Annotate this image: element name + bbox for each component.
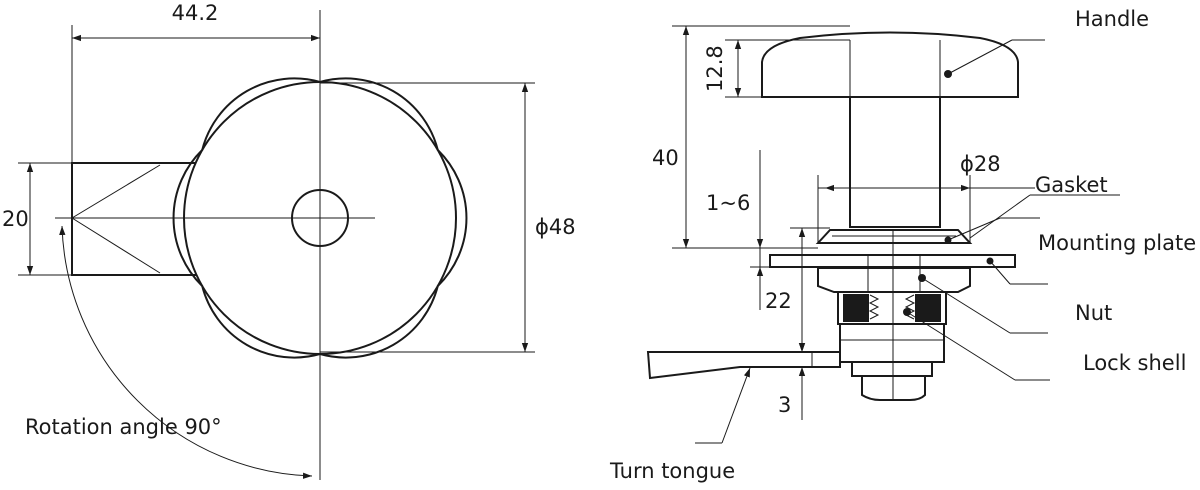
dim-body-diameter: ϕ28	[817, 152, 1035, 243]
callout-handle: Handle	[944, 7, 1149, 78]
callout-turn-tongue-label: Turn tongue	[609, 459, 735, 483]
shaft	[849, 96, 941, 228]
dim-body-length-label: 22	[765, 289, 792, 313]
dim-body-diameter-label: ϕ28	[960, 152, 1001, 176]
dim-width-label: 44.2	[172, 1, 219, 25]
callout-lock-shell-label: Lock shell	[1083, 351, 1186, 375]
dim-tongue-thickness: 3	[778, 340, 806, 420]
dim-grip-range-label: 1~6	[706, 191, 750, 215]
dim-tongue-thickness-label: 3	[778, 393, 791, 417]
left-centerlines	[55, 10, 375, 480]
dim-total-height: 40	[652, 25, 850, 249]
callout-nut-label: Nut	[1075, 301, 1112, 325]
handle-side-view	[761, 31, 1019, 98]
lock-shell-part	[837, 291, 947, 363]
dim-diameter-label: ϕ48	[535, 215, 576, 239]
nut-part	[817, 267, 971, 293]
dim-handle-height-label: 12.8	[703, 45, 727, 92]
dim-grip-range: 1~6	[706, 150, 770, 310]
rotation-label: Rotation angle 90°	[25, 415, 222, 439]
callout-handle-label: Handle	[1075, 7, 1149, 31]
callout-turn-tongue: Turn tongue	[609, 367, 751, 483]
dim-height-20: 20	[2, 162, 72, 276]
callout-gasket-label: Gasket	[1035, 173, 1108, 197]
dim-body-length: 22	[765, 227, 830, 352]
callout-mounting-plate-label: Mounting plate	[1038, 231, 1196, 255]
gasket-part	[815, 229, 973, 244]
turn-tongue-part	[646, 351, 841, 380]
dim-height-label: 20	[2, 207, 29, 231]
callout-lock-shell: Lock shell	[903, 308, 1186, 381]
callout-gasket: Gasket	[969, 173, 1120, 239]
dim-width-44-2: 44.2	[71, 1, 320, 163]
rotation-arc: Rotation angle 90°	[25, 225, 313, 479]
callout-nut: Nut	[918, 274, 1112, 334]
callout-mounting-plate: Mounting plate	[944, 217, 1196, 285]
left-view: 44.2 20 ϕ48 Rotation angle 90°	[2, 1, 576, 480]
right-view: 12.8 40 1~6 ϕ28 22	[609, 7, 1196, 483]
dim-total-height-label: 40	[652, 146, 679, 170]
dim-diameter-48: ϕ48	[320, 82, 576, 353]
screw-nut	[851, 361, 933, 401]
dim-handle-height: 12.8	[703, 39, 850, 98]
